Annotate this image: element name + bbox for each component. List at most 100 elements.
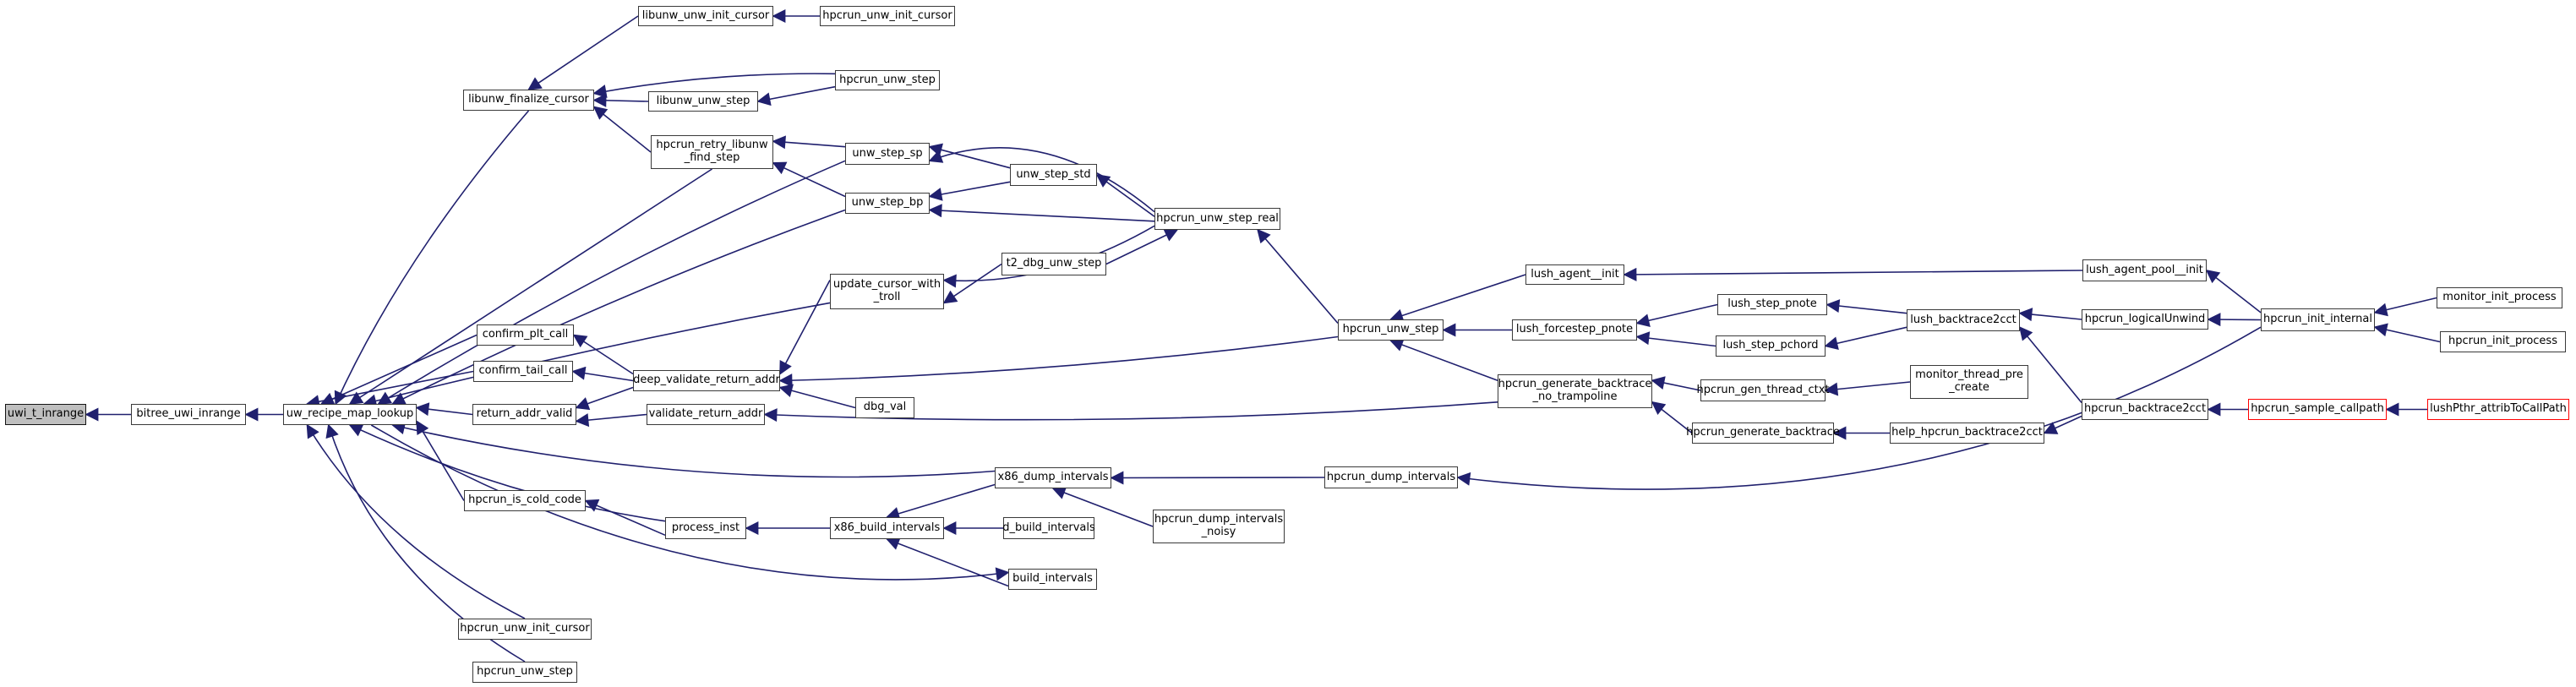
edge-validate_return_addr-to-return_addr_valid xyxy=(575,413,647,428)
node-confirm_plt_call[interactable]: confirm_plt_call xyxy=(477,324,574,346)
node-lush_agent_pool__init[interactable]: lush_agent_pool__init xyxy=(2082,259,2207,281)
node-label: hpcrun_unw_init_cursor xyxy=(822,8,952,22)
edge-confirm_plt_call-to-uw_recipe_map_lookup xyxy=(319,334,478,406)
edge-t2_dbg_unw_step-to-update_cursor_with_troll xyxy=(942,263,1002,304)
node-lush_step_pchord[interactable]: lush_step_pchord xyxy=(1716,335,1826,357)
node-label: monitor_thread_pre _create xyxy=(1915,368,2023,394)
node-label: hpcrun_unw_step xyxy=(839,73,936,86)
node-label: hpcrun_gen_thread_ctxt xyxy=(1696,383,1830,396)
node-hpcrun_logicalUnwind[interactable]: hpcrun_logicalUnwind xyxy=(2082,309,2208,330)
edge-hpcrun_init_process-to-hpcrun_init_internal xyxy=(2373,323,2441,343)
node-hpcrun_unw_init_cursor_bottom[interactable]: hpcrun_unw_init_cursor xyxy=(458,619,592,640)
node-hpcrun_gen_thread_ctxt[interactable]: hpcrun_gen_thread_ctxt xyxy=(1696,379,1830,401)
node-lush_forcestep_pnote[interactable]: lush_forcestep_pnote xyxy=(1512,319,1637,341)
edge-hpcrun_gen_thread_ctxt-to-hpcrun_generate_backtrace_no_trampoline xyxy=(1651,376,1701,391)
node-lush_backtrace2cct[interactable]: lush_backtrace2cct xyxy=(1907,309,2020,331)
edges-group xyxy=(85,9,2441,662)
node-uw_recipe_map_lookup[interactable]: uw_recipe_map_lookup xyxy=(283,404,417,425)
edge-t2_dbg_unw_step-to-hpcrun_unw_step_real xyxy=(1105,229,1179,265)
node-hpcrun_backtrace2cct[interactable]: hpcrun_backtrace2cct xyxy=(2082,399,2208,420)
node-unw_step_std[interactable]: unw_step_std xyxy=(1010,164,1097,186)
node-monitor_init_process[interactable]: monitor_init_process xyxy=(2437,287,2562,308)
node-hpcrun_unw_step_bottom[interactable]: hpcrun_unw_step xyxy=(472,662,577,683)
node-label: hpcrun_dump_intervals xyxy=(1326,470,1456,483)
edge-libunw_unw_init_cursor-to-libunw_finalize_cursor xyxy=(527,15,639,90)
node-dbg_val[interactable]: dbg_val xyxy=(855,397,914,418)
node-x86_dump_intervals[interactable]: x86_dump_intervals xyxy=(995,467,1111,488)
node-libunw_unw_step[interactable]: libunw_unw_step xyxy=(648,91,758,112)
node-label: unw_step_bp xyxy=(851,196,924,210)
node-unw_step_sp[interactable]: unw_step_sp xyxy=(845,143,930,165)
node-hpcrun_unw_step_real[interactable]: hpcrun_unw_step_real xyxy=(1154,208,1280,230)
node-t2_dbg_unw_step[interactable]: t2_dbg_unw_step xyxy=(1001,253,1106,275)
node-label: help_hpcrun_backtrace2cct xyxy=(1891,426,2043,439)
node-update_cursor_with_troll[interactable]: update_cursor_with _troll xyxy=(830,274,944,309)
edge-process_inst-to-hpcrun_is_cold_code xyxy=(584,499,666,537)
edge-hpcrun_retry_libunw_find_step-to-libunw_finalize_cursor xyxy=(592,106,652,153)
node-x86_build_intervals[interactable]: x86_build_intervals xyxy=(830,517,944,539)
edge-hpcrun_is_cold_code-to-uw_recipe_map_lookup xyxy=(416,420,465,501)
node-monitor_thread_pre_create[interactable]: monitor_thread_pre _create xyxy=(1910,365,2028,399)
node-libunw_unw_init_cursor[interactable]: libunw_unw_init_cursor xyxy=(638,6,773,26)
edge-hpcrun_unw_step_real-to-unw_step_bp xyxy=(928,204,1155,222)
node-hpcrun_dump_intervals_noisy[interactable]: hpcrun_dump_intervals _noisy xyxy=(1153,510,1285,543)
node-libunw_finalize_cursor[interactable]: libunw_finalize_cursor xyxy=(463,90,594,111)
node-hpcrun_unw_step_center[interactable]: hpcrun_unw_step xyxy=(1338,319,1444,341)
node-return_addr_valid[interactable]: return_addr_valid xyxy=(472,404,576,425)
node-label: lush_step_pchord xyxy=(1722,339,1819,352)
node-hpcrun_is_cold_code[interactable]: hpcrun_is_cold_code xyxy=(464,490,586,511)
edge-x86_dump_intervals-to-uw_recipe_map_lookup xyxy=(391,421,996,478)
node-process_inst[interactable]: process_inst xyxy=(665,517,746,539)
node-build_intervals[interactable]: build_intervals xyxy=(1008,569,1097,590)
node-label: uwi_t_inrange xyxy=(7,407,85,421)
node-label: process_inst xyxy=(671,521,740,534)
node-hpcrun_generate_backtrace_no_trampoline[interactable]: hpcrun_generate_backtrace _no_trampoline xyxy=(1498,374,1652,408)
node-label: lush_forcestep_pnote xyxy=(1515,323,1634,336)
node-uwi_t_inrange[interactable]: uwi_t_inrange xyxy=(5,404,86,425)
edge-unw_step_std-to-unw_step_bp xyxy=(928,181,1011,201)
edge-unw_step_std-to-unw_step_sp xyxy=(928,143,1011,169)
node-validate_return_addr[interactable]: validate_return_addr xyxy=(647,404,765,425)
edge-process_inst-to-uw_recipe_map_lookup xyxy=(348,423,666,522)
node-label: hpcrun_unw_step_real xyxy=(1156,211,1279,225)
node-label: confirm_tail_call xyxy=(478,364,568,378)
node-label: hpcrun_init_process xyxy=(2448,335,2557,348)
node-d_build_intervals[interactable]: d_build_intervals xyxy=(1002,517,1095,539)
node-label: d_build_intervals xyxy=(1002,521,1095,534)
node-label: lush_agent__init xyxy=(1531,267,1619,281)
node-label: hpcrun_unw_init_cursor xyxy=(460,622,590,635)
node-unw_step_bp[interactable]: unw_step_bp xyxy=(845,193,930,214)
edge-hpcrun_backtrace2cct-to-help_hpcrun_backtrace2cct xyxy=(2043,415,2082,434)
edge-unw_step_bp-to-uw_recipe_map_lookup xyxy=(391,209,846,405)
node-hpcrun_unw_step_top[interactable]: hpcrun_unw_step xyxy=(835,70,940,90)
node-deep_validate_return_addr[interactable]: deep_validate_return_addr xyxy=(633,370,780,391)
node-label: build_intervals xyxy=(1012,572,1093,586)
node-label: libunw_unw_step xyxy=(656,94,750,107)
node-lush_step_pnote[interactable]: lush_step_pnote xyxy=(1717,294,1827,315)
node-bitree_uwi_inrange[interactable]: bitree_uwi_inrange xyxy=(131,404,246,425)
edge-deep_validate_return_addr-to-confirm_tail_call xyxy=(571,366,634,382)
edge-lush_agent__init-to-hpcrun_unw_step_center xyxy=(1389,274,1526,323)
edge-deep_validate_return_addr-to-return_addr_valid xyxy=(575,386,634,411)
node-help_hpcrun_backtrace2cct[interactable]: help_hpcrun_backtrace2cct xyxy=(1890,423,2044,444)
node-label: bitree_uwi_inrange xyxy=(136,407,241,421)
node-hpcrun_init_internal[interactable]: hpcrun_init_internal xyxy=(2261,308,2375,331)
node-hpcrun_sample_callpath[interactable]: hpcrun_sample_callpath xyxy=(2248,399,2387,420)
node-label: x86_dump_intervals xyxy=(997,471,1109,484)
node-hpcrun_unw_init_cursor_top[interactable]: hpcrun_unw_init_cursor xyxy=(820,6,955,26)
edge-lush_step_pnote-to-lush_forcestep_pnote xyxy=(1635,303,1718,328)
node-hpcrun_retry_libunw_find_step[interactable]: hpcrun_retry_libunw _find_step xyxy=(651,135,773,169)
node-hpcrun_generate_backtrace[interactable]: hpcrun_generate_backtrace xyxy=(1686,423,1840,444)
edge-dbg_val-to-deep_validate_return_addr xyxy=(778,384,856,409)
edge-hpcrun_generate_backtrace_no_trampoline-to-hpcrun_unw_step_center xyxy=(1389,338,1498,381)
node-lushPthr_attribToCallPath[interactable]: lushPthr_attribToCallPath xyxy=(2427,399,2569,420)
node-confirm_tail_call[interactable]: confirm_tail_call xyxy=(473,361,573,382)
edge-hpcrun_init_internal-to-lush_agent_pool__init xyxy=(2205,270,2262,314)
node-label: return_addr_valid xyxy=(476,407,573,421)
node-label: hpcrun_unw_step xyxy=(477,665,573,679)
node-hpcrun_init_process[interactable]: hpcrun_init_process xyxy=(2440,331,2566,352)
node-hpcrun_dump_intervals[interactable]: hpcrun_dump_intervals xyxy=(1324,466,1458,488)
edge-hpcrun_unw_step_top-to-libunw_finalize_cursor xyxy=(592,73,836,98)
node-lush_agent__init[interactable]: lush_agent__init xyxy=(1525,264,1624,285)
